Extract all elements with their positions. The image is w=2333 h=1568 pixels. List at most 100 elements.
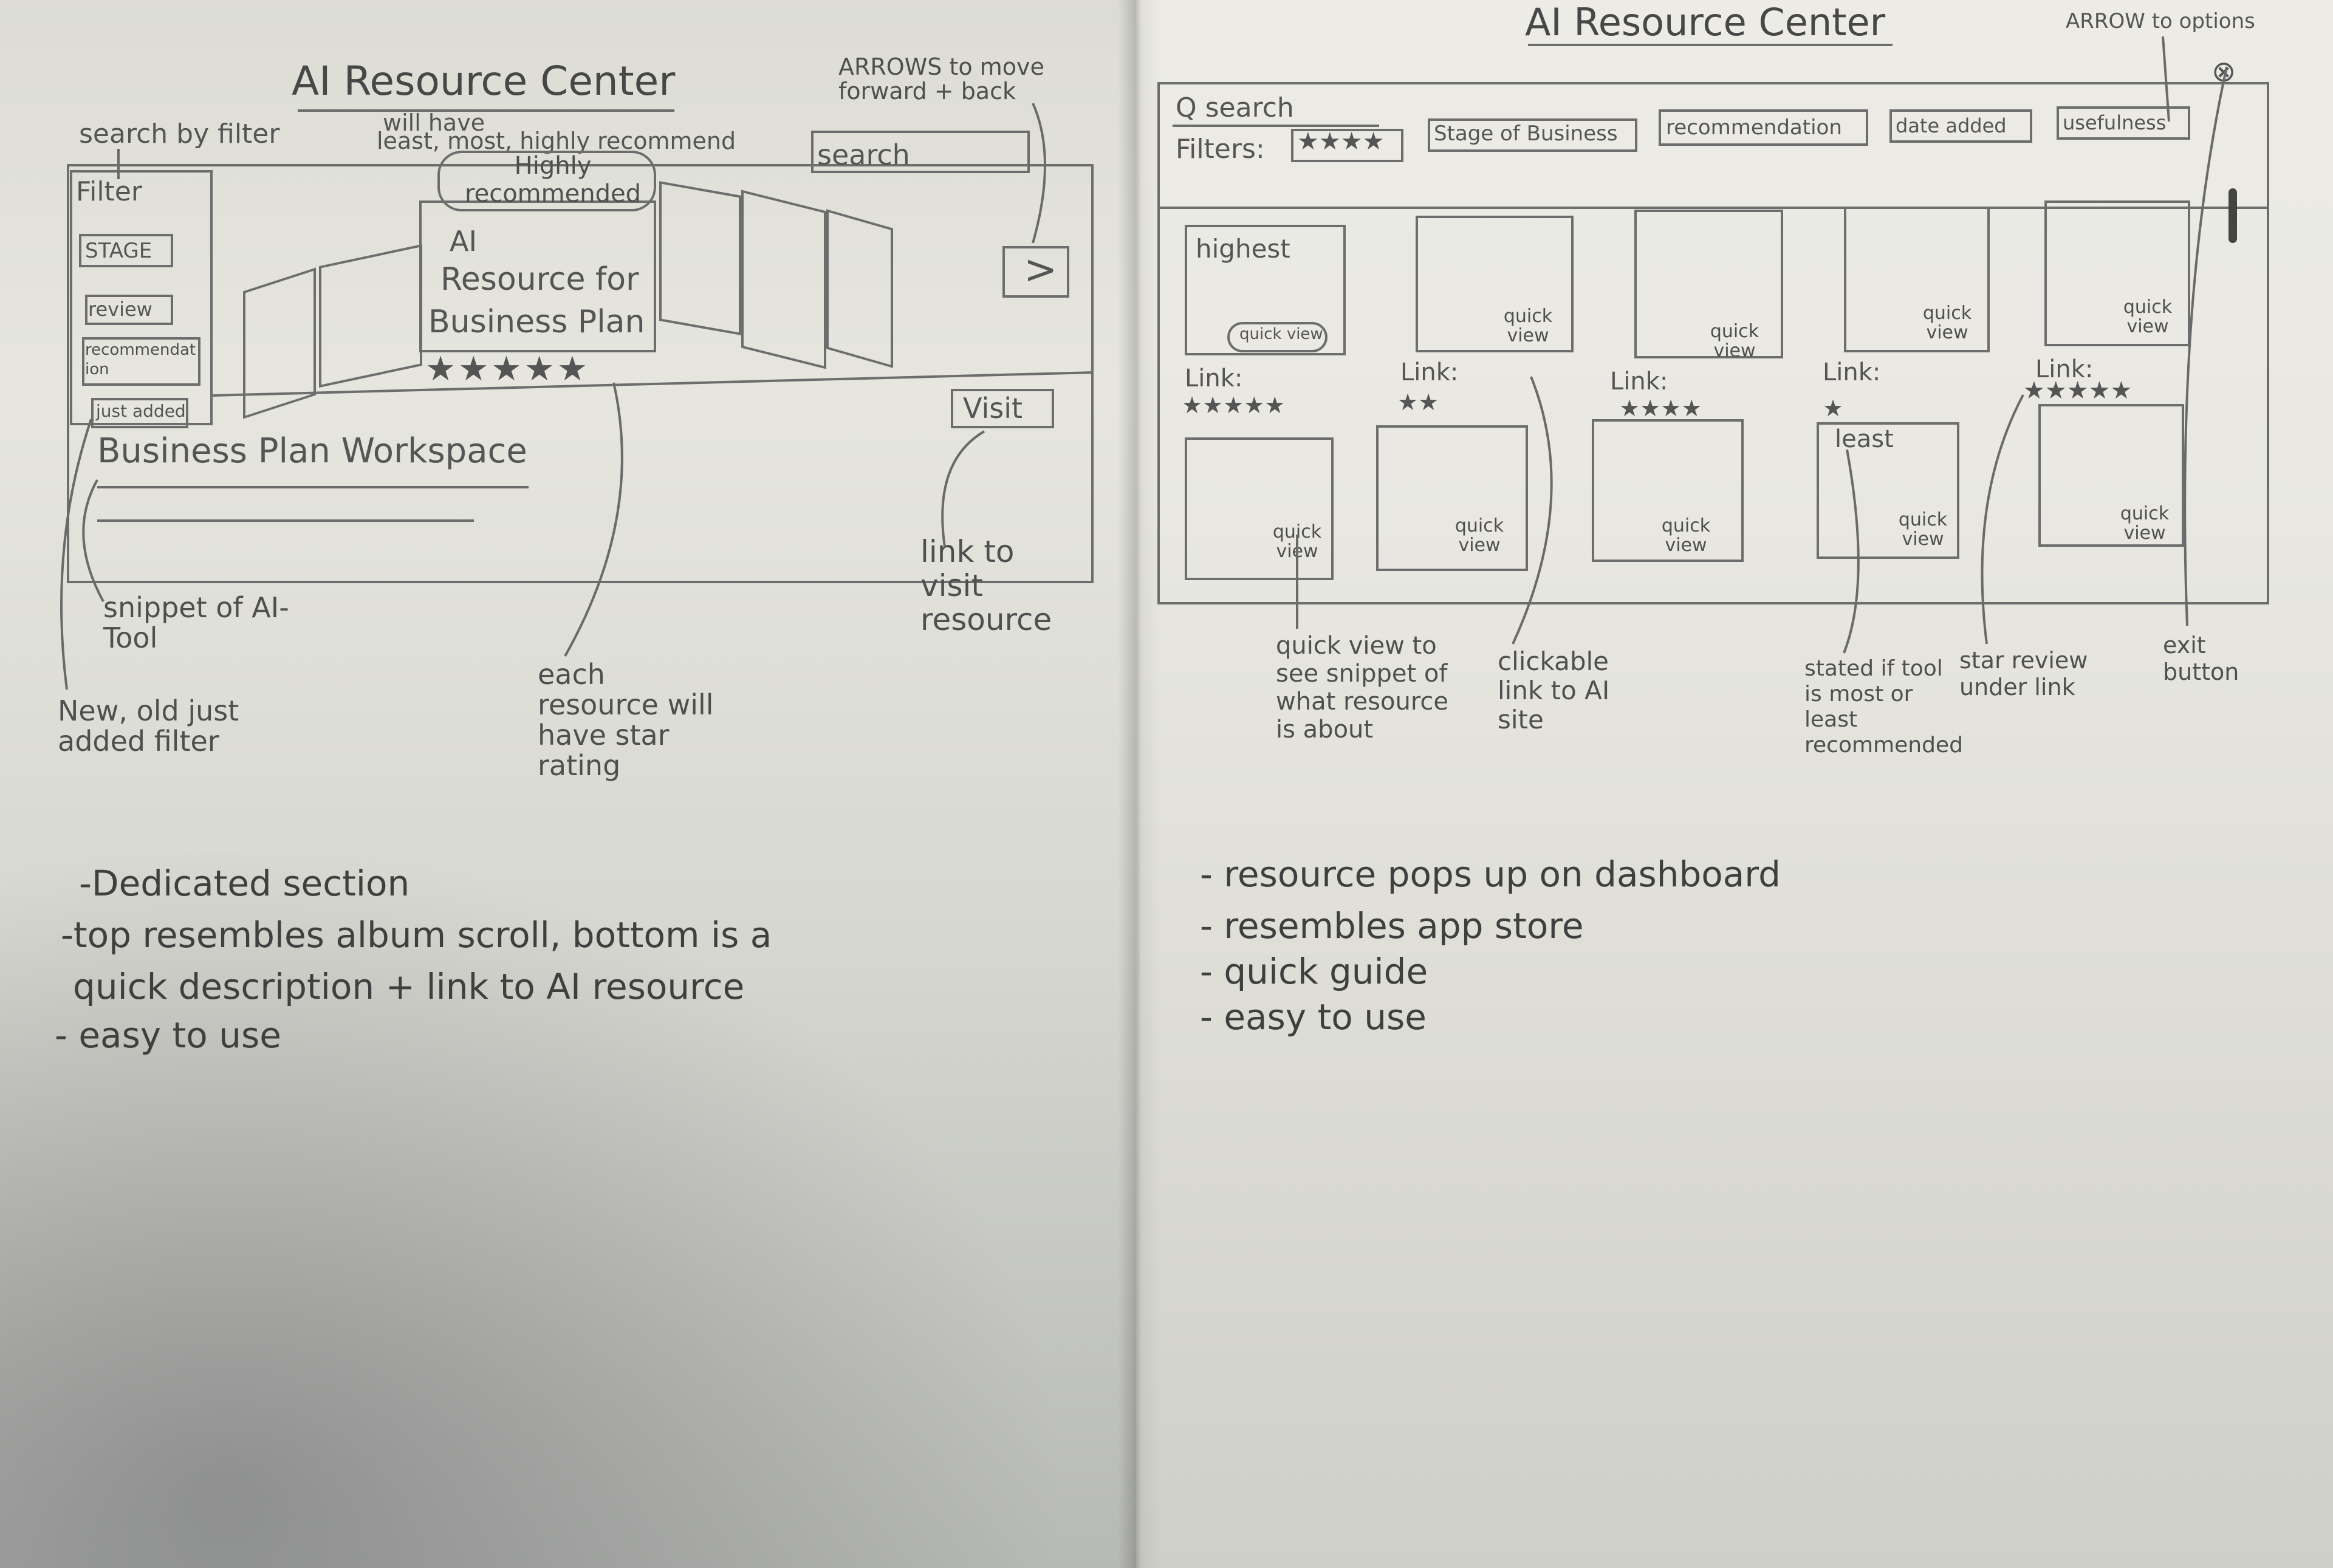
right-title-underline: [1528, 44, 1893, 46]
right-note-2: - resembles app store: [1200, 905, 1584, 947]
annotation-arrow-options: ARROW to options: [2066, 9, 2255, 33]
right-search-underline: [1173, 125, 1379, 127]
workspace-title: Business Plan Workspace: [97, 431, 527, 471]
quick-view-label-5[interactable]: quick view: [2123, 296, 2173, 337]
scrollbar[interactable]: [2229, 188, 2237, 243]
filter-chip-rating-label: ★★★★: [1297, 128, 1385, 156]
quick-view-label-3[interactable]: quick view: [1710, 321, 1759, 361]
annotation-quick-view: quick view to see snippet of what resour…: [1276, 632, 1448, 744]
quick-view-label-2[interactable]: quick view: [1503, 306, 1553, 346]
resource-tile-1[interactable]: [1185, 225, 1346, 355]
filter-chip-recommendation[interactable]: [1659, 109, 1868, 146]
highest-label: highest: [1196, 234, 1290, 264]
annotation-exit-button: exit button: [2163, 632, 2239, 685]
right-note-3: - quick guide: [1200, 951, 1428, 992]
filter-button-stage-label: STAGE: [85, 239, 152, 263]
right-note-4: - easy to use: [1200, 996, 1427, 1038]
resource-tile-10[interactable]: [2038, 404, 2184, 547]
resource-tile-9[interactable]: [1817, 422, 1959, 559]
quick-view-label-4[interactable]: quick view: [1922, 303, 1972, 343]
filter-button-recommendation[interactable]: [82, 337, 200, 386]
resource-tile-6[interactable]: [1185, 437, 1334, 580]
pointer-exit: [2184, 66, 2228, 626]
filter-chip-usefulness-label: usefulness: [2063, 111, 2167, 134]
pointer-arrows: [1032, 103, 1046, 244]
link-label-5[interactable]: Link:: [2035, 355, 2094, 383]
quick-view-badge-1[interactable]: [1227, 322, 1328, 352]
quick-view-label-9[interactable]: quick view: [1898, 509, 1948, 550]
resource-tile-3[interactable]: [1634, 210, 1783, 358]
filter-button-just-added[interactable]: [91, 398, 188, 428]
pointer-visit: [941, 430, 985, 547]
link-label-3[interactable]: Link:: [1610, 368, 1668, 395]
resource-tile-2[interactable]: [1416, 216, 1574, 352]
quick-view-label-10[interactable]: quick view: [2120, 503, 2170, 544]
right-page: [1136, 0, 2333, 1568]
workspace-line-2: [97, 519, 474, 522]
right-sketch-frame: [1157, 82, 2269, 604]
card-star-rating: ★★★★★: [425, 349, 591, 389]
left-note-4: - easy to use: [55, 1015, 281, 1056]
left-search-box[interactable]: [811, 131, 1030, 173]
pointer-stated: [1843, 449, 1860, 654]
resource-tile-7[interactable]: [1376, 425, 1528, 571]
annotation-will-have: will have: [383, 109, 485, 136]
stars-4: ★: [1823, 395, 1844, 422]
visit-button[interactable]: [951, 389, 1054, 428]
annotation-snippet: snippet of AI-Tool: [103, 591, 289, 654]
right-title: AI Resource Center: [1525, 0, 1886, 44]
pointer-snippet: [82, 479, 104, 602]
album-card-center[interactable]: [419, 200, 656, 352]
stars-5: ★★★★★: [2023, 377, 2133, 405]
annotation-arrows: ARROWS to move forward + back: [838, 53, 1044, 104]
right-header-divider: [1157, 207, 2269, 209]
filter-button-just-added-label: just added: [96, 401, 186, 421]
page-shadow: [0, 790, 1136, 1568]
filter-button-stage[interactable]: [79, 234, 173, 267]
next-arrow-button[interactable]: [1002, 246, 1069, 298]
annotation-visit-link: link to visit resource: [920, 534, 1052, 637]
link-label-1[interactable]: Link:: [1185, 365, 1243, 392]
annotation-clickable-link: clickable link to AI site: [1498, 646, 1610, 734]
filter-button-review-label: review: [88, 298, 152, 321]
left-page: [0, 0, 1136, 1568]
annotation-least-most: least, most, highly recommend: [377, 128, 736, 154]
quick-view-label-7[interactable]: quick view: [1454, 515, 1504, 556]
pointer-star-rating: [564, 382, 623, 657]
workspace-line-1: [97, 486, 529, 488]
card-title-line1: AI: [450, 225, 478, 258]
left-title-underline: [298, 109, 674, 112]
resource-tile-4[interactable]: [1844, 207, 1990, 352]
right-note-1: - resource pops up on dashboard: [1200, 854, 1781, 895]
quick-view-label-8[interactable]: quick view: [1661, 515, 1711, 556]
card-title-line3: Business Plan: [428, 304, 645, 340]
filter-chip-date-added-label: date added: [1896, 114, 2007, 137]
quick-view-label-1: quick view: [1239, 325, 1323, 343]
annotation-star-rating: each resource will have star rating: [538, 658, 714, 782]
link-label-4[interactable]: Link:: [1823, 358, 1881, 386]
card-title-line2: Resource for: [440, 261, 639, 298]
filter-chip-stage-label: Stage of Business: [1434, 122, 1618, 146]
right-search-label: Q search: [1176, 92, 1294, 123]
filter-button-review[interactable]: [85, 295, 173, 325]
filter-button-recommendation-label: recommendation: [85, 341, 196, 378]
filter-chip-rating[interactable]: [1291, 129, 1403, 162]
right-filters-label: Filters:: [1176, 134, 1265, 165]
left-note-3: quick description + link to AI resource: [73, 966, 745, 1007]
annotation-stated: stated if tool is most or least recommen…: [1804, 656, 1963, 758]
pointer-arrow-options: [2162, 36, 2170, 122]
next-arrow-glyph: >: [1024, 246, 1058, 293]
resource-tile-8[interactable]: [1592, 419, 1744, 562]
stars-1: ★★★★★: [1182, 392, 1286, 419]
link-label-2[interactable]: Link:: [1400, 358, 1459, 386]
stars-2: ★★: [1397, 389, 1439, 416]
filter-chip-stage[interactable]: [1428, 118, 1637, 152]
filter-chip-usefulness[interactable]: [2057, 106, 2190, 140]
filter-chip-recommendation-label: recommendation: [1666, 115, 1842, 140]
resource-tile-5[interactable]: [2044, 200, 2190, 346]
pointer-star-review: [1981, 394, 2024, 645]
annotation-search-by-filter: search by filter: [79, 118, 280, 149]
filter-chip-date-added[interactable]: [1889, 109, 2032, 143]
badge-highly-recommended-label: Highly recommended: [465, 152, 641, 208]
